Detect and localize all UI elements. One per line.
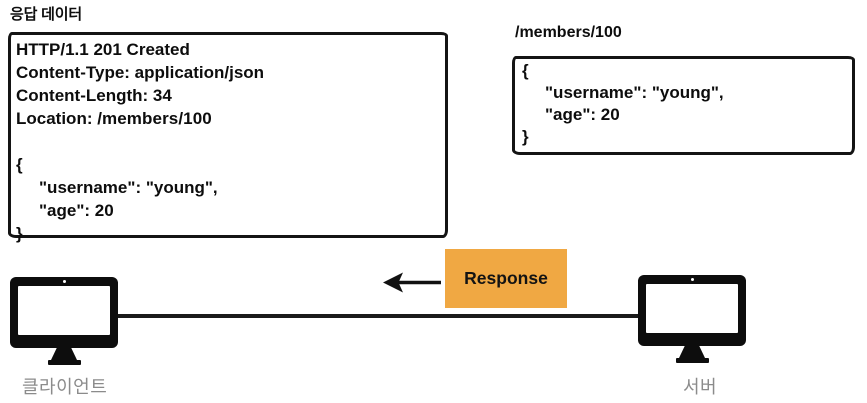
- resource-body-open-brace: {: [522, 61, 529, 80]
- connection-line: [112, 314, 643, 318]
- response-badge: Response: [445, 249, 567, 308]
- resource-body-username: "username": "young",: [545, 83, 724, 102]
- resource-box: { "username": "young", "age": 20 }: [512, 56, 855, 155]
- http-location-line: Location: /members/100: [16, 107, 441, 130]
- page-title: 응답 데이터: [10, 6, 82, 23]
- camera-dot-icon: [690, 278, 694, 281]
- client-label: 클라이언트: [22, 377, 108, 397]
- http-body-open-brace: {: [16, 155, 23, 174]
- client-monitor-icon: [10, 277, 118, 365]
- camera-dot-icon: [62, 280, 66, 283]
- http-response-box: HTTP/1.1 201 Created Content-Type: appli…: [8, 32, 448, 243]
- http-body-close-brace: }: [16, 224, 23, 243]
- http-location-label: Location:: [16, 109, 98, 128]
- monitor-screen: [18, 286, 110, 335]
- server-label: 서버: [683, 377, 718, 397]
- http-body-username: "username": "young",: [39, 178, 218, 197]
- monitor-bezel: [638, 275, 746, 346]
- http-body-age: "age": 20: [39, 201, 114, 220]
- resource-path-label: /members/100: [515, 24, 622, 41]
- monitor-stand: [679, 346, 705, 358]
- monitor-screen: [646, 284, 738, 333]
- resource-body-close-brace: }: [522, 127, 529, 146]
- monitor-base: [47, 360, 81, 365]
- http-content-type: Content-Type: application/json: [16, 63, 265, 82]
- monitor-stand: [51, 348, 77, 360]
- monitor-base: [675, 358, 709, 363]
- left-arrow-icon: [383, 271, 443, 294]
- resource-body-age: "age": 20: [545, 105, 620, 124]
- monitor-bezel: [10, 277, 118, 348]
- server-monitor-icon: [638, 275, 746, 363]
- http-location-value: /members/100: [97, 109, 212, 128]
- http-status-line: HTTP/1.1 201 Created: [16, 40, 190, 59]
- blank-line: [16, 130, 441, 153]
- http-content-length: Content-Length: 34: [16, 86, 172, 105]
